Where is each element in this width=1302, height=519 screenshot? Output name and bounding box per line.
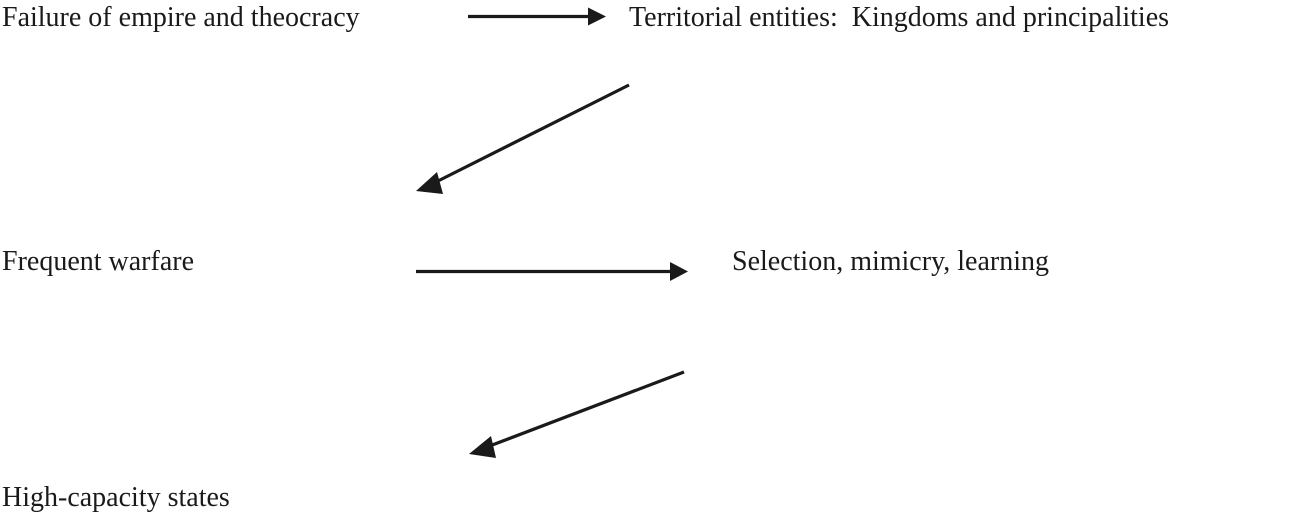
node-territorial-entities: Territorial entities: Kingdoms and princ… [629,2,1170,33]
arrow-territorial-to-warfare [416,83,630,194]
node-failure-of-empire-and-theocracy: Failure of empire and theocracy [2,2,360,33]
arrow-warfare-to-selection [416,262,688,281]
arrow-failure-to-territorial [468,7,606,26]
node-high-capacity-states: High-capacity states [2,482,230,513]
node-frequent-warfare: Frequent warfare [2,246,195,277]
node-selection-mimicry-learning: Selection, mimicry, learning [732,246,1049,277]
arrow-selection-to-highcapacity [469,370,685,458]
